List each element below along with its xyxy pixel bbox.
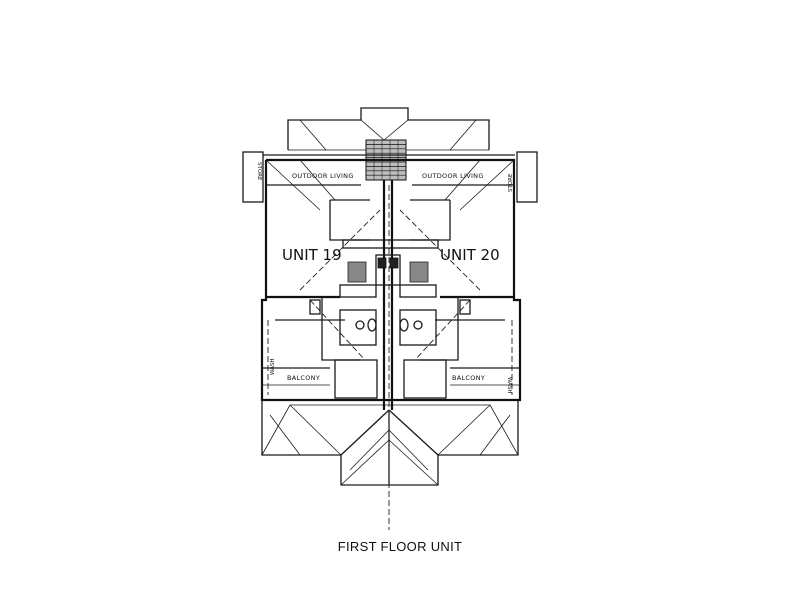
- outdoor-living-left-label: OUTDOOR LIVING: [292, 172, 354, 180]
- balcony-left-label: BALCONY: [287, 374, 320, 382]
- wash-right-label: WASH: [506, 377, 512, 394]
- store-left-label: STORE: [256, 162, 262, 181]
- unit-19-label: UNIT 19: [282, 246, 342, 264]
- central-wall: [309, 180, 471, 410]
- upper-roof: [287, 107, 490, 151]
- outdoor-living-right-label: OUTDOOR LIVING: [422, 172, 484, 180]
- store-right-label: STORE: [508, 173, 514, 192]
- building-outline: [242, 151, 538, 402]
- lower-roof: [261, 400, 519, 486]
- wash-left-label: WASH: [270, 358, 276, 375]
- drawing-caption: FIRST FLOOR UNIT: [337, 539, 463, 554]
- unit-20-label: UNIT 20: [440, 246, 500, 264]
- balcony-right-label: BALCONY: [452, 374, 485, 382]
